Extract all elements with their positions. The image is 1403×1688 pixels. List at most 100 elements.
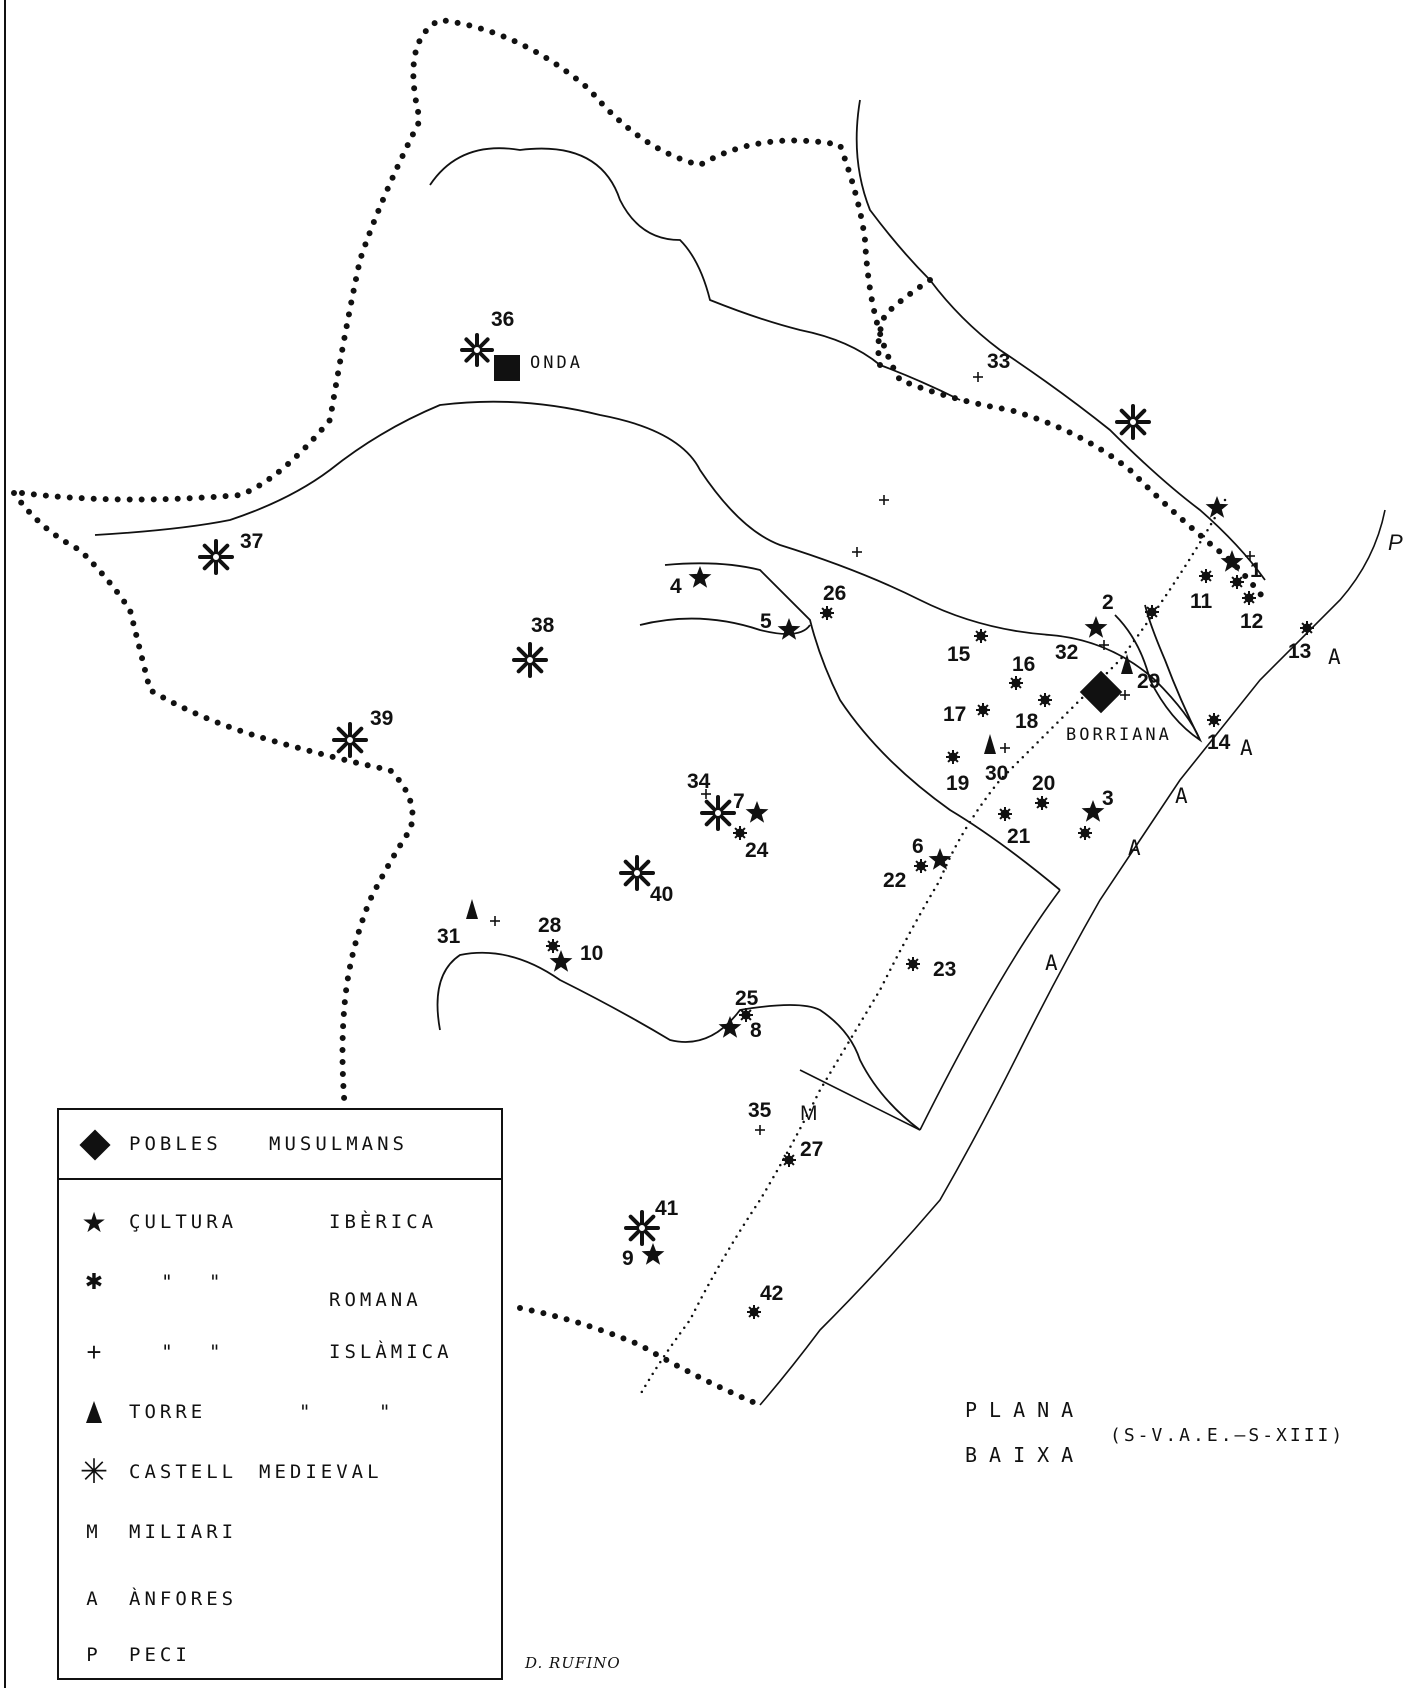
roman-dot-icon bbox=[1230, 575, 1244, 589]
site-number-20: 20 bbox=[1032, 772, 1055, 795]
legend-castle-b: MEDIEVAL bbox=[259, 1461, 383, 1483]
title-line-1: PLANA bbox=[965, 1398, 1086, 1422]
site-number-41: 41 bbox=[655, 1197, 679, 1220]
islamic-cross-icon bbox=[879, 495, 889, 505]
site-number-28: 28 bbox=[538, 914, 562, 937]
legend-tower: TORRE " " bbox=[59, 1385, 501, 1439]
site-number-26: 26 bbox=[823, 582, 846, 605]
legend-amphorae-a: ÀNFORES bbox=[129, 1588, 238, 1610]
site-number-16: 16 bbox=[1012, 653, 1035, 676]
roman-dot-ray bbox=[745, 1009, 752, 1016]
castle-center bbox=[632, 868, 642, 878]
site-number-35: 35 bbox=[748, 1099, 772, 1122]
castle-asterisk-icon bbox=[460, 333, 494, 367]
castle-center bbox=[345, 735, 355, 745]
tower-triangle-icon bbox=[1121, 654, 1133, 674]
amphora-marker: A bbox=[1240, 736, 1253, 760]
iberian-star-icon bbox=[1220, 550, 1244, 572]
islamic-cross-icon bbox=[755, 1125, 765, 1135]
legend-roman-b: ROMANA bbox=[329, 1289, 422, 1311]
castle-center bbox=[713, 808, 723, 818]
legend-amphorae: A ÀNFORES bbox=[59, 1572, 501, 1626]
river-mijares bbox=[94, 400, 1201, 741]
roman-dot-icon bbox=[974, 629, 988, 643]
roman-dot-icon bbox=[820, 606, 834, 620]
roman-dot-icon bbox=[1038, 693, 1052, 707]
legend-iberian: ★ ÇULTURA IBÈRICA bbox=[59, 1195, 501, 1249]
author-signature: D. RUFINO bbox=[525, 1654, 621, 1672]
site-number-31: 31 bbox=[437, 925, 461, 948]
roman-dot-icon: ✱ bbox=[84, 1269, 104, 1294]
site-number-34: 34 bbox=[687, 770, 711, 793]
title-line-2: BAIXA bbox=[965, 1443, 1086, 1467]
roman-dot-icon bbox=[1242, 591, 1256, 605]
roman-dot-icon bbox=[998, 807, 1012, 821]
site-number-17: 17 bbox=[943, 703, 966, 726]
castle-center bbox=[211, 552, 221, 562]
site-number-39: 39 bbox=[370, 707, 393, 730]
border-north bbox=[19, 16, 1268, 603]
legend-castle-a: CASTELL bbox=[129, 1461, 238, 1483]
legend-castle: ✳ CASTELL MEDIEVAL bbox=[59, 1445, 501, 1499]
roman-dot-icon bbox=[782, 1153, 796, 1167]
milestone-marker: M bbox=[800, 1102, 818, 1125]
legend-tower-ditto1: " bbox=[299, 1401, 315, 1423]
islamic-cross-icon bbox=[701, 789, 711, 799]
islamic-cross-icon bbox=[490, 916, 500, 926]
amphora-symbol: A bbox=[86, 1588, 102, 1610]
tower-triangle-icon bbox=[984, 734, 996, 754]
site-number-22: 22 bbox=[883, 869, 906, 892]
coast-boundary-1 bbox=[919, 889, 1061, 1131]
river-borriana bbox=[1114, 604, 1203, 743]
roman-dot-icon bbox=[739, 1008, 753, 1022]
castle-asterisk-icon bbox=[332, 722, 368, 758]
roman-dot-icon bbox=[1207, 713, 1221, 727]
site-number-4: 4 bbox=[670, 575, 682, 598]
site-number-3: 3 bbox=[1102, 787, 1114, 810]
roman-dot-icon bbox=[946, 750, 960, 764]
legend-shipwreck-a: PECI bbox=[129, 1644, 191, 1666]
roman-dot-ray bbox=[1151, 606, 1158, 613]
roman-dot-ray bbox=[739, 827, 746, 834]
site-number-27: 27 bbox=[800, 1138, 823, 1161]
title-period: (S-V.A.E.—S-XIII) bbox=[1110, 1425, 1346, 1446]
star-icon: ★ bbox=[81, 1206, 107, 1238]
river-south bbox=[436, 951, 921, 1131]
roman-dot-ray bbox=[1041, 797, 1048, 804]
roman-dot-ray bbox=[952, 751, 959, 758]
roman-dot-ray bbox=[982, 704, 989, 711]
amphora-marker: A bbox=[1128, 836, 1141, 860]
river-tributary bbox=[664, 562, 1061, 891]
border-south bbox=[517, 1305, 763, 1408]
site-number-25: 25 bbox=[735, 987, 759, 1010]
legend-shipwreck: P PECI bbox=[59, 1628, 501, 1682]
roman-dot-icon bbox=[1300, 621, 1314, 635]
islamic-cross-icon bbox=[1120, 690, 1130, 700]
legend-islamic-b: ISLÀMICA bbox=[329, 1341, 453, 1363]
castle-center bbox=[525, 655, 535, 665]
iberian-star-icon bbox=[688, 566, 712, 588]
legend-milestone: M MILIARI bbox=[59, 1505, 501, 1559]
coastline bbox=[759, 509, 1386, 1406]
roman-dot-ray bbox=[1236, 576, 1243, 583]
site-number-11: 11 bbox=[1190, 590, 1213, 613]
border-west bbox=[11, 490, 416, 1113]
amphora-marker: A bbox=[1175, 784, 1188, 808]
tower-triangle-icon bbox=[466, 899, 478, 919]
site-number-13: 13 bbox=[1288, 640, 1311, 663]
iberian-star-icon bbox=[549, 950, 573, 972]
iberian-star-icon bbox=[745, 801, 769, 823]
site-number-6: 6 bbox=[912, 835, 924, 858]
roman-dot-icon bbox=[976, 703, 990, 717]
castle-asterisk-icon bbox=[1115, 404, 1151, 440]
site-number-12: 12 bbox=[1240, 610, 1263, 633]
roman-dot-ray bbox=[1306, 622, 1313, 629]
iberian-star-icon bbox=[718, 1016, 742, 1038]
legend-muslim-a: POBLES bbox=[129, 1133, 222, 1155]
iberian-star-icon bbox=[1084, 616, 1108, 638]
castle-asterisk-icon bbox=[624, 1210, 660, 1246]
site-number-40: 40 bbox=[650, 883, 673, 906]
legend-islamic: + " " ISLÀMICA bbox=[59, 1325, 501, 1379]
